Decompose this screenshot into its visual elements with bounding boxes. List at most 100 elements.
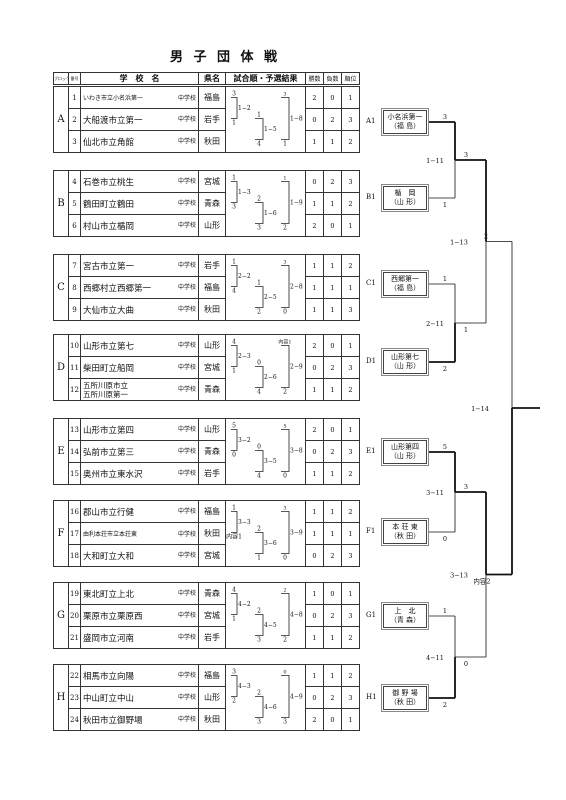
rank: 2 [341, 462, 360, 485]
rep-pref: （秋 田） [389, 532, 421, 540]
match-bracket-1 [231, 97, 238, 119]
rep-school: 上 北 [394, 607, 416, 615]
match-score: 1 [232, 616, 236, 623]
school-name-text: 東北町立上北 [83, 589, 135, 600]
school-suffix: 中学校 [177, 693, 196, 701]
match-bracket-3 [281, 593, 290, 636]
rep-school: 西郷第一 [391, 275, 419, 283]
match-bracket-1 [231, 429, 238, 451]
rank: 3 [341, 108, 360, 131]
rank: 1 [341, 418, 360, 441]
school-suffix: 中学校 [177, 589, 196, 597]
school-name: 中学校仙北市立角館 [80, 130, 199, 153]
school-name-text: 由利本荘市立本荘東 [83, 531, 138, 538]
rep-seed-label: B1 [366, 193, 376, 201]
match-score: 2 [283, 588, 286, 594]
rep-school: 本 荘 東 [392, 523, 418, 531]
prefecture: 岩手 [198, 626, 226, 649]
school-name: 中学校奥州市立東水沢 [80, 462, 199, 485]
school-name-line: 五所川原市立 [83, 380, 128, 390]
match-score: 5 [232, 423, 236, 430]
rep-seed-label: D1 [366, 357, 377, 365]
match-number: 1−5 [264, 126, 277, 133]
match-number: 4−3 [238, 683, 251, 690]
match-score: 3 [283, 92, 286, 98]
match-score: 内容1 [226, 533, 242, 541]
match-score: 2 [257, 526, 261, 533]
match-number: 4−8 [290, 612, 303, 619]
match-score: 2 [484, 233, 488, 241]
match-bracket-1 [231, 675, 238, 697]
match-score: 1 [232, 175, 236, 182]
match-number: 1−3 [238, 189, 251, 196]
rank: 3 [341, 604, 360, 627]
match-score: 3 [464, 151, 468, 159]
school-suffix: 中学校 [177, 115, 196, 123]
match-score: 0 [257, 360, 261, 367]
school-name-text: 郡山市立行健 [83, 507, 135, 518]
team-number: 24 [68, 708, 81, 731]
rep-box: 山形第四（山 形） [381, 438, 429, 466]
rep-seed-label: G1 [366, 611, 377, 619]
school-name-text: 柴田町立船岡 [83, 363, 135, 374]
match-score: 1 [232, 120, 236, 127]
rep-box: 楯 岡（山 形） [381, 184, 429, 212]
match-number: 3−8 [290, 448, 303, 455]
school-suffix: 中学校 [177, 341, 196, 349]
rep-pref: （秋 田） [389, 698, 421, 706]
header-rank: 順位 [341, 72, 360, 85]
match-bracket-3 [281, 675, 290, 718]
school-name-text: 秋田市立御野場 [83, 715, 143, 726]
match-bracket-3 [281, 265, 290, 308]
match-bracket-1 [231, 593, 238, 615]
match-results-cell [225, 500, 306, 567]
rank: 3 [341, 544, 360, 567]
match-number: 2−6 [264, 374, 277, 381]
match-score: 内容1 [278, 339, 291, 346]
match-results-cell [225, 664, 306, 731]
school-name-text: 仙北市立角館 [83, 137, 135, 148]
match-score: 4 [232, 587, 236, 594]
rep-school: 御 野 場 [392, 689, 418, 697]
match-number: 1−6 [264, 210, 277, 217]
match-score: 4 [257, 141, 261, 148]
match-score: 2 [283, 637, 287, 644]
school-name-text: 大仙市立大曲 [83, 305, 135, 316]
match-score: 4 [257, 473, 261, 480]
match-score: 2 [283, 389, 287, 396]
rep-box: 山形第七（山 形） [381, 348, 429, 376]
match-score: 4 [257, 389, 261, 396]
match-number: 1−8 [290, 116, 303, 123]
school-name-text: 盛岡市立河南 [83, 633, 135, 644]
school-name: 中学校五所川原市立五所川原第一 [80, 378, 199, 401]
match-number: 4−9 [290, 694, 303, 701]
school-name-text: 山形市立第四 [83, 425, 135, 436]
match-number: 3−11 [426, 489, 444, 497]
header-pref: 県名 [198, 72, 226, 85]
rep-pref: （福 島） [389, 122, 421, 130]
rep-seed-label: C1 [366, 279, 376, 287]
school-name-text: 相馬市立向陽 [83, 671, 135, 682]
match-score: 1 [232, 368, 236, 375]
rank: 2 [341, 192, 360, 215]
school-suffix: 中学校 [177, 305, 196, 313]
school-name-text: 西郷村立西郷第一 [83, 283, 152, 294]
match-score: 3 [232, 91, 236, 98]
match-score: 3 [464, 483, 468, 491]
prefecture: 岩手 [198, 462, 226, 485]
rep-box: 小名浜第一（福 島） [381, 108, 429, 136]
school-name-text: 石巻市立桃生 [83, 177, 135, 188]
match-score: 2 [443, 365, 447, 373]
rep-seed-label: E1 [366, 447, 376, 455]
table-header: ブロック 番号 学 校 名 県名 試合順・予選結果 勝数 負数 順位 [53, 72, 360, 85]
match-number: 1−14 [471, 405, 489, 413]
